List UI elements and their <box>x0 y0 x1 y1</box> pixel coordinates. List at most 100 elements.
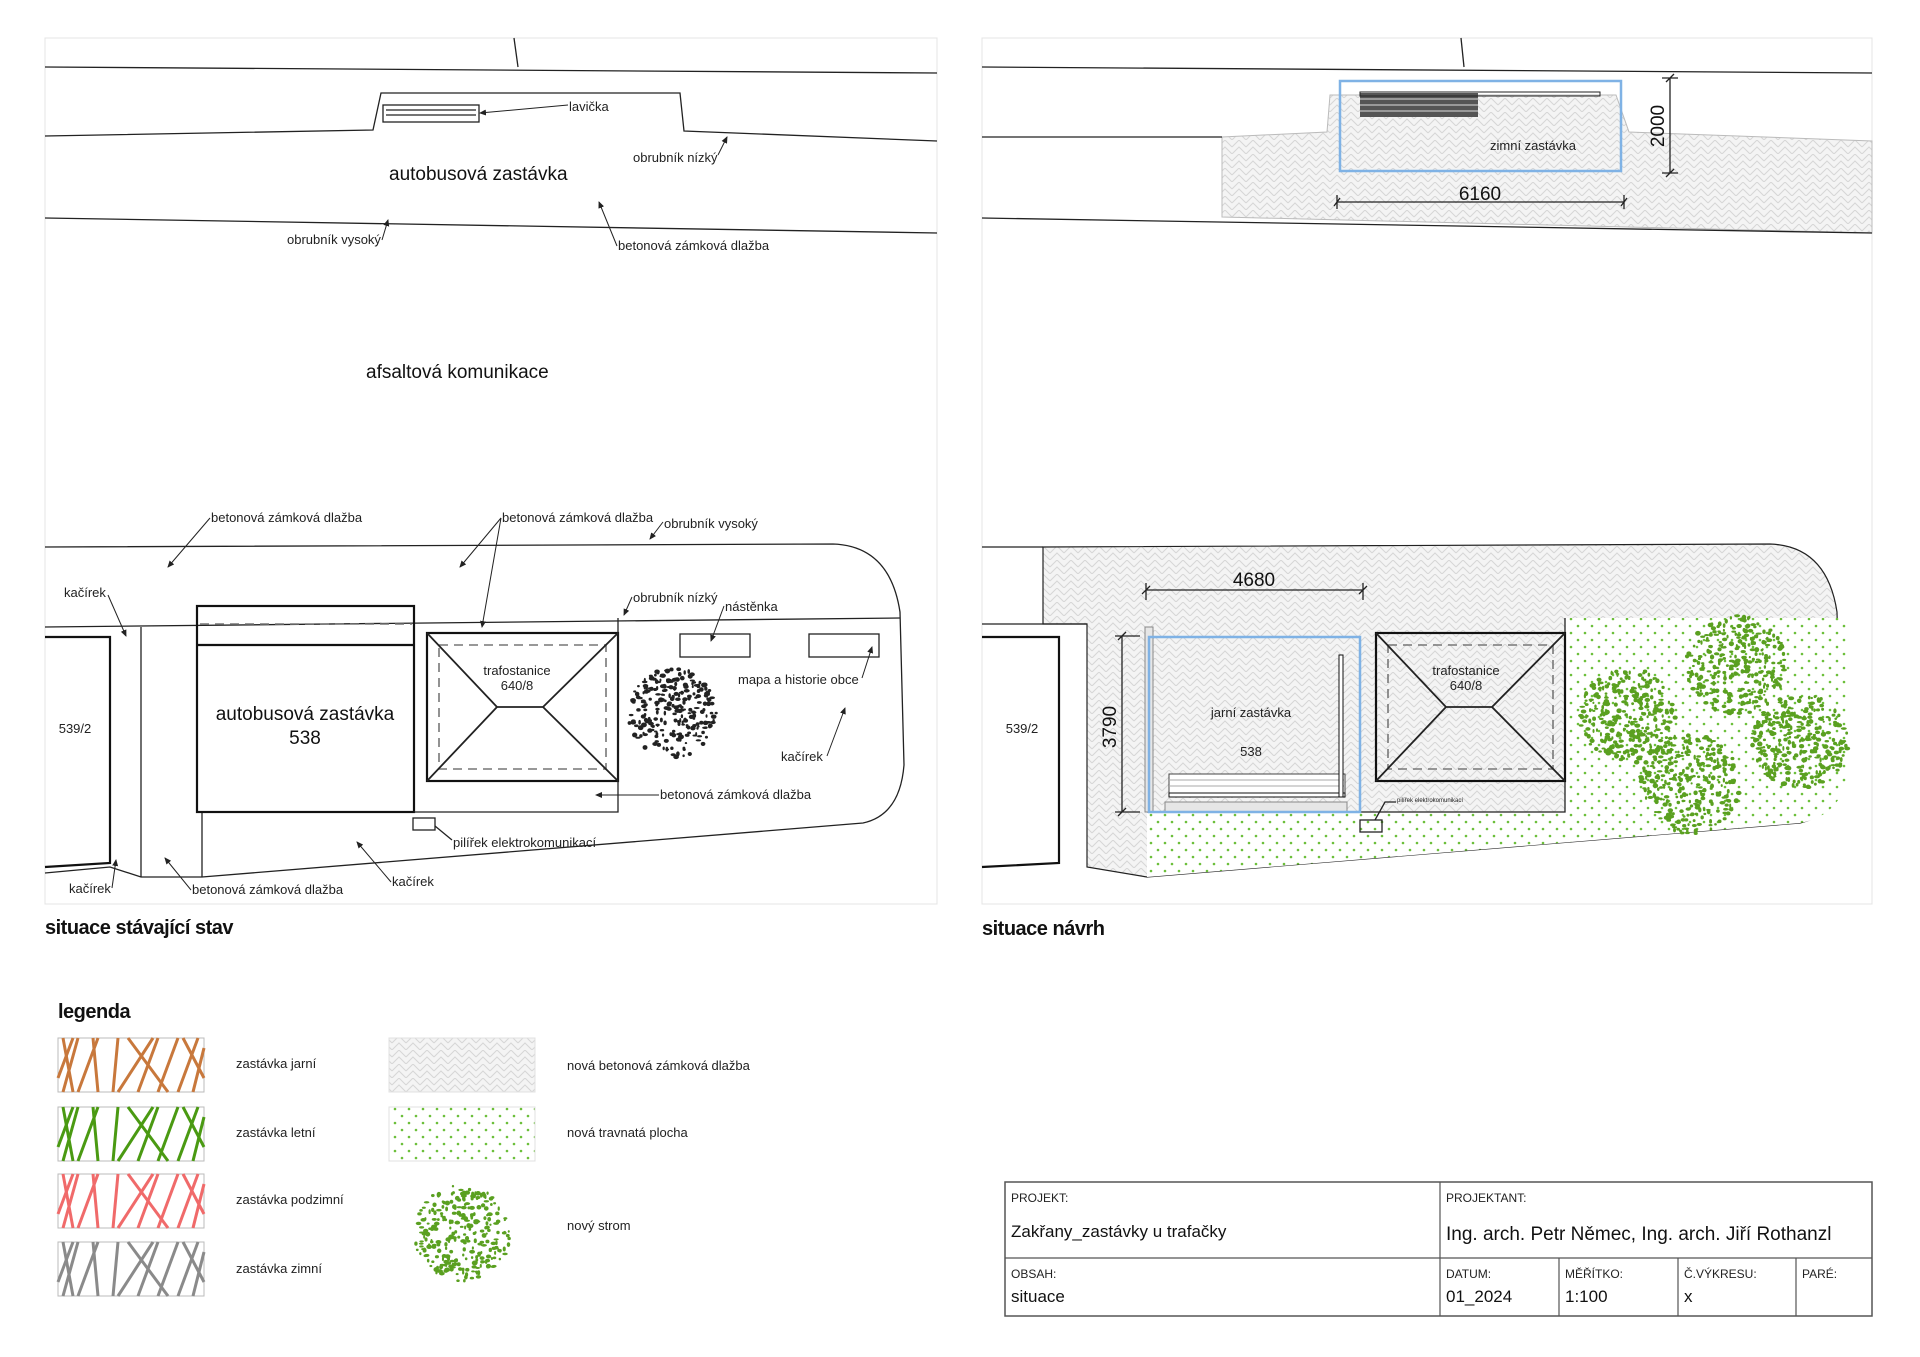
tree-leaf <box>693 706 700 710</box>
tree-leaf <box>1655 779 1659 783</box>
tree-leaf <box>489 1223 492 1226</box>
tree-leaf <box>1793 714 1800 719</box>
tree-leaf <box>705 714 708 718</box>
tree-leaf <box>1639 731 1644 737</box>
tree-leaf <box>1713 671 1718 676</box>
tree-leaf <box>449 1199 454 1204</box>
tree-leaf <box>1785 710 1791 715</box>
tree-leaf <box>1693 790 1698 796</box>
tree-leaf <box>462 1270 465 1275</box>
tree-leaf <box>1729 650 1734 654</box>
tree-leaf <box>1655 728 1661 732</box>
tree-leaf <box>664 669 670 672</box>
tree-leaf <box>1641 711 1644 715</box>
tree-leaf <box>688 707 693 712</box>
tree-leaf <box>424 1237 428 1242</box>
tree-leaf <box>1638 706 1644 711</box>
tree-leaf <box>1724 618 1728 624</box>
telecom-pillar <box>1359 819 1383 833</box>
tree-leaf <box>1749 648 1756 652</box>
label-gravel-4: kačírek <box>69 881 111 896</box>
tree-leaf <box>685 724 689 727</box>
tree-leaf <box>1729 655 1732 658</box>
tree-leaf <box>1637 738 1642 743</box>
tree-leaf <box>1598 750 1602 753</box>
tree-leaf <box>1662 759 1668 762</box>
tree-leaf <box>485 1263 492 1269</box>
tree-leaf <box>431 1245 437 1249</box>
tree-leaf <box>479 1240 485 1244</box>
tree-leaf <box>1833 708 1837 714</box>
tree-leaf <box>1671 812 1675 816</box>
designer-name: Ing. arch. Petr Němec, Ing. arch. Jiří R… <box>1446 1224 1831 1245</box>
tree-leaf <box>1592 709 1596 712</box>
tree-leaf <box>1747 628 1754 633</box>
tree-leaf <box>1588 708 1592 713</box>
tree-leaf <box>462 1233 467 1236</box>
tree-leaf <box>694 696 698 699</box>
tree-leaf <box>643 708 648 712</box>
tree-leaf <box>1711 688 1717 694</box>
tree-leaf <box>454 1258 459 1263</box>
tree-leaf <box>1662 783 1666 787</box>
tree-leaf <box>1664 779 1667 785</box>
tree-leaf <box>1696 661 1701 665</box>
tree-leaf <box>1763 693 1766 696</box>
tree-leaf <box>1819 757 1822 763</box>
tree-leaf <box>1813 782 1817 786</box>
tree-leaf <box>1725 664 1729 667</box>
tree-leaf <box>1773 761 1776 765</box>
tree-leaf <box>1716 743 1720 748</box>
label-road: afsaltová komunikace <box>366 362 549 383</box>
tree-leaf <box>449 1219 454 1224</box>
tree-leaf <box>1762 752 1767 756</box>
tree-leaf <box>1777 640 1781 645</box>
tree-leaf <box>1645 726 1650 731</box>
tree-leaf <box>1757 690 1764 695</box>
tree-leaf <box>1726 634 1729 639</box>
tree-leaf <box>443 1201 446 1205</box>
tree-leaf <box>1743 658 1749 663</box>
tree-leaf <box>1675 753 1682 758</box>
tree-leaf <box>1684 654 1690 659</box>
tree-leaf <box>460 1205 467 1210</box>
tree-leaf <box>1658 761 1661 765</box>
tree-leaf <box>643 689 649 694</box>
tree-leaf <box>1614 721 1617 725</box>
tree-leaf <box>1710 775 1716 781</box>
tree-leaf <box>1717 780 1721 784</box>
tree-leaf <box>1679 809 1684 814</box>
tree-leaf <box>1654 796 1661 801</box>
tree-leaf <box>1702 776 1708 780</box>
tree-leaf <box>1603 739 1607 744</box>
tree-leaf <box>471 1191 475 1197</box>
tree-leaf <box>680 714 684 719</box>
tree-leaf <box>1640 685 1646 688</box>
tree-leaf <box>419 1252 422 1256</box>
tree-leaf <box>1728 779 1732 785</box>
tree-leaf <box>1745 700 1752 705</box>
tree-leaf <box>1599 731 1602 737</box>
tree-leaf <box>1653 700 1657 704</box>
tree-leaf <box>1660 774 1666 778</box>
tree-leaf <box>1777 646 1783 651</box>
tree-leaf <box>1730 625 1733 628</box>
tree-leaf <box>1683 818 1689 822</box>
tree-leaf <box>1748 692 1754 696</box>
tree-leaf <box>1710 622 1714 626</box>
tree-leaf <box>1655 723 1658 729</box>
label-gravel-2: kačírek <box>781 749 823 764</box>
tree-leaf <box>692 724 697 728</box>
tree-leaf <box>506 1242 511 1247</box>
tree-leaf <box>1816 754 1821 758</box>
tree-leaf <box>1616 750 1621 753</box>
tree-leaf <box>1669 757 1672 762</box>
tree-leaf <box>659 673 664 677</box>
tree-leaf <box>1744 667 1751 673</box>
tree-leaf <box>1720 784 1723 787</box>
tree-leaf <box>633 690 637 693</box>
tree-leaf <box>661 733 665 737</box>
tree-leaf <box>1709 819 1713 824</box>
tree-leaf <box>1653 717 1658 722</box>
tree-leaf <box>1691 823 1697 828</box>
